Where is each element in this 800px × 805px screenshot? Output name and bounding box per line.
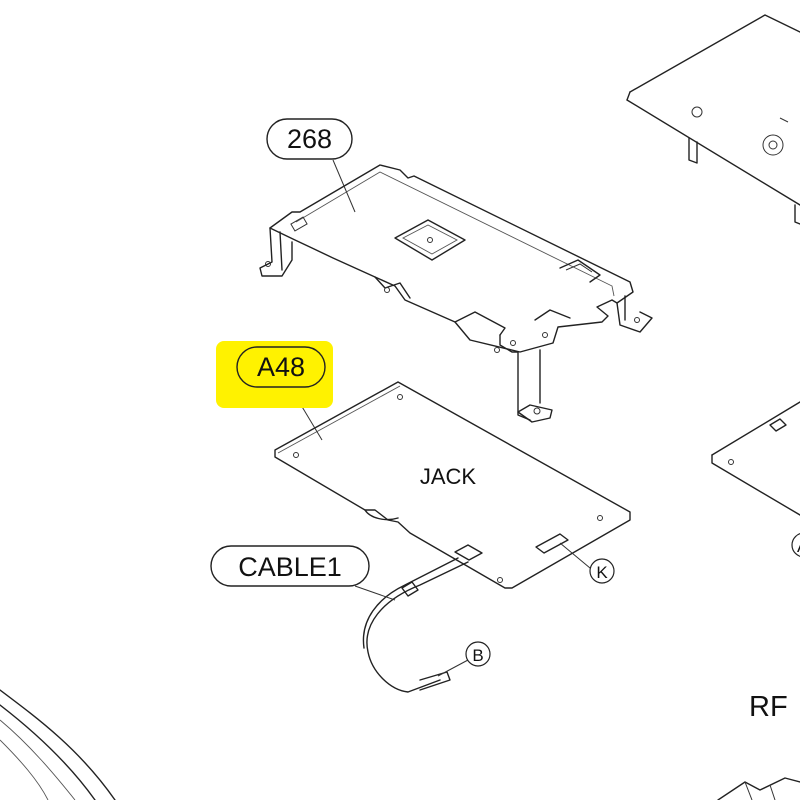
label-rf: RF [749,691,788,723]
bottom-right-part [717,777,800,801]
highlight-marker [216,341,333,408]
label-a48: A48 [257,352,305,382]
bracket-268 [259,159,653,423]
label-268: 268 [287,124,332,154]
label-jack: JACK [420,464,477,489]
top-right-panel [626,14,800,225]
callout-268: 268 [266,118,353,160]
callout-cable1: CABLE1 [210,545,370,587]
callout-b: B [465,641,491,667]
label-cable1: CABLE1 [238,552,342,582]
callout-a-partial: A [791,533,800,557]
label-b: B [472,646,483,665]
callout-a48: A48 [216,341,333,408]
ribbon-cable [354,557,469,693]
right-partial-board [711,401,800,516]
label-k: K [596,563,608,582]
bottom-left-cables [0,689,116,801]
label-a: A [797,537,800,556]
jack-board-a48 [274,381,631,589]
callout-k: K [589,558,615,584]
